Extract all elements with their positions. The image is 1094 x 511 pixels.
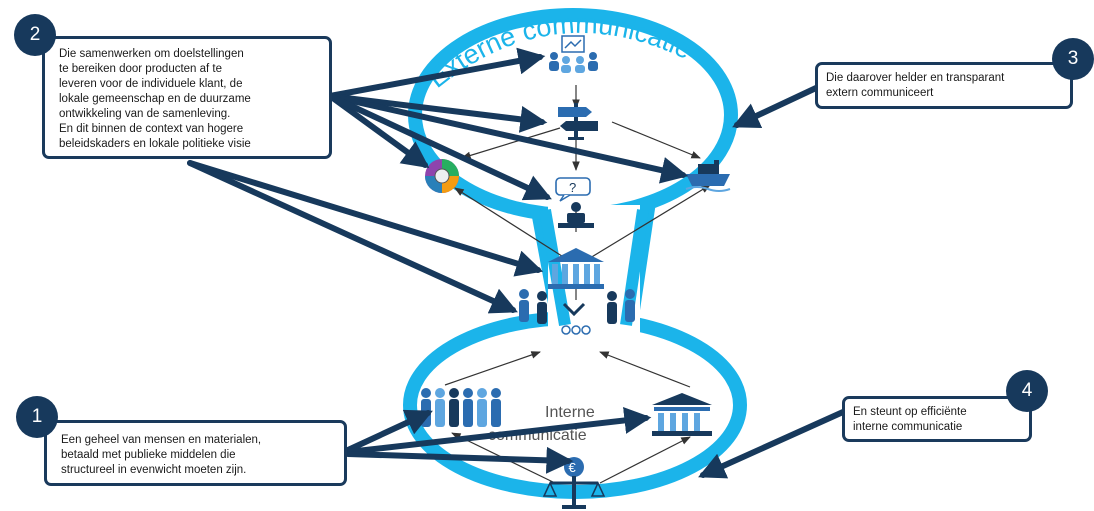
callout-1-arrow: [345, 409, 433, 453]
callout-2-arrow: [327, 93, 548, 133]
callout-2-line: ontwikkeling van de samenleving.: [59, 108, 231, 120]
callout-2-line: leveren voor de individuele klant, de: [59, 78, 243, 90]
callout-2-arrow: [327, 93, 430, 169]
callout-3-line: extern communiceert: [826, 87, 934, 99]
flow-arrow: [589, 184, 711, 259]
callout-1-badge: 1: [16, 396, 58, 438]
flow-arrow: [599, 436, 691, 484]
question-speaker-icon: ?: [555, 177, 594, 228]
callout-4-box: En steunt op efficiënte interne communic…: [842, 396, 1032, 442]
callout-1-line: Een geheel van mensen en materialen,: [61, 434, 262, 446]
callout-4-badge: 4: [1006, 370, 1048, 412]
callout-arrows: [187, 47, 846, 479]
bank-building-icon: [652, 393, 712, 436]
callout-2-arrow: [327, 47, 546, 99]
callout-2-arrow: [327, 93, 689, 184]
callout-3-badge: 3: [1052, 38, 1094, 80]
callout-2-arrow: [187, 160, 518, 314]
callout-2-arrow: [187, 160, 544, 277]
callout-1-line: betaald met publieke middelen die: [61, 449, 236, 461]
flow-arrow: [599, 351, 691, 388]
flow-arrow: [611, 121, 701, 159]
handshake-people-icon: [519, 289, 635, 335]
callout-2-line: te bereiken door producten af te: [59, 63, 223, 75]
team-meeting-icon: [549, 35, 598, 73]
callout-1-arrow: [345, 407, 652, 455]
ship-icon: [685, 160, 731, 192]
callout-2-badge: 2: [14, 14, 56, 56]
callout-2-arrow: [327, 93, 552, 201]
inner-ring-label-line1: Interne: [545, 404, 595, 421]
signpost-icon: [558, 103, 598, 140]
callout-2-line: beleidskaders en lokale politieke visie: [59, 138, 251, 150]
callout-3-arrow: [732, 85, 819, 129]
callout-2-box: Die samenwerken om doelstellingen te ber…: [42, 36, 332, 159]
callout-2-line: Die samenwerken om doelstellingen: [59, 48, 244, 60]
callout-2-line: lokale gemeenschap en de duurzame: [59, 93, 251, 105]
svg-text:?: ?: [569, 180, 576, 195]
callout-1-box: Een geheel van mensen en materialen, bet…: [44, 420, 347, 486]
callout-4-line: interne communicatie: [853, 421, 963, 433]
callout-3-box: Die daarover helder en transparant exter…: [815, 62, 1073, 109]
colorful-globe-icon: [425, 159, 459, 193]
callout-2-line: En dit binnen de context van hogere: [59, 123, 244, 135]
people-group-icon: [421, 388, 501, 427]
callout-3-line: Die daarover helder en transparant: [826, 72, 1005, 84]
government-building-icon: [548, 248, 604, 289]
flow-arrow: [454, 187, 566, 259]
flow-arrow: [444, 351, 541, 386]
callout-1-arrow: [345, 446, 574, 474]
callout-4-arrow: [698, 409, 846, 479]
callout-4-line: En steunt op efficiënte: [853, 406, 967, 418]
flow-arrow: [461, 127, 561, 160]
callout-1-line: structureel in evenwicht moeten zijn.: [61, 464, 247, 476]
